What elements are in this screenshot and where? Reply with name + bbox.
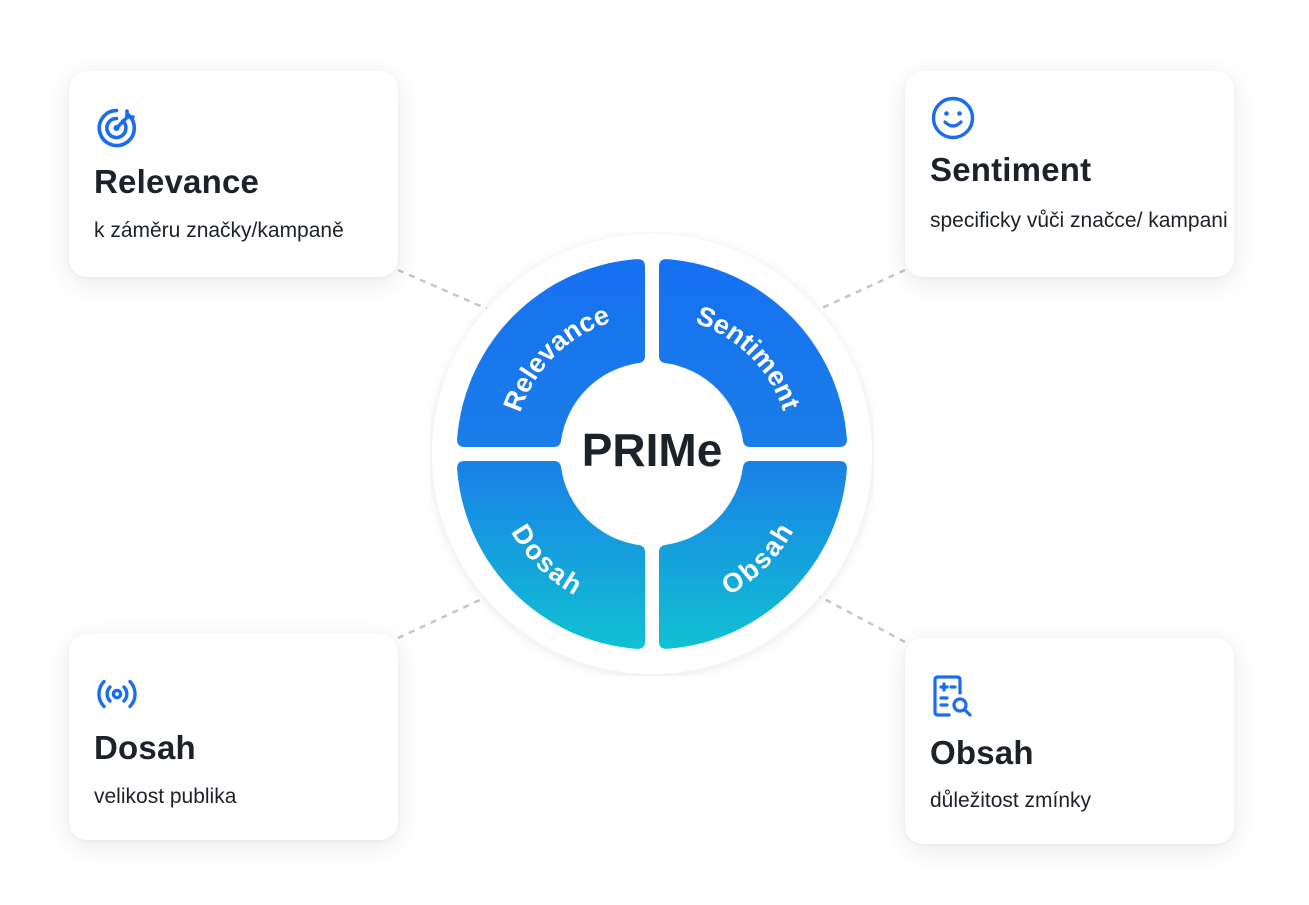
segment-relevance: [457, 259, 645, 447]
card-description: velikost publika: [94, 785, 237, 808]
card-description: k záměru značky/kampaně: [94, 219, 344, 242]
center-label: PRIMe: [581, 424, 723, 476]
target-icon: [97, 108, 137, 148]
card-description: důležitost zmínky: [930, 789, 1092, 812]
document-search-icon: [933, 675, 972, 717]
card-description: specificky vůči značce/ kampani: [930, 209, 1228, 232]
card-title: Relevance: [94, 163, 260, 200]
card-title: Dosah: [94, 729, 196, 766]
card-dosah: Dosah velikost publika: [69, 634, 398, 840]
card-sentiment: Sentiment specificky vůči značce/ kampan…: [905, 71, 1234, 277]
card-title: Sentiment: [930, 151, 1092, 188]
smiley-icon: [931, 96, 975, 140]
segment-obsah: [659, 461, 847, 649]
segment-dosah: [457, 461, 645, 649]
prime-wheel: Relevance Sentiment Dosah Obsah: [432, 234, 872, 674]
card-title: Obsah: [930, 734, 1034, 771]
segment-sentiment: [659, 259, 847, 447]
card-obsah: Obsah důležitost zmínky: [905, 638, 1234, 844]
broadcast-icon: [97, 679, 137, 709]
card-relevance: Relevance k záměru značky/kampaně: [69, 71, 398, 277]
